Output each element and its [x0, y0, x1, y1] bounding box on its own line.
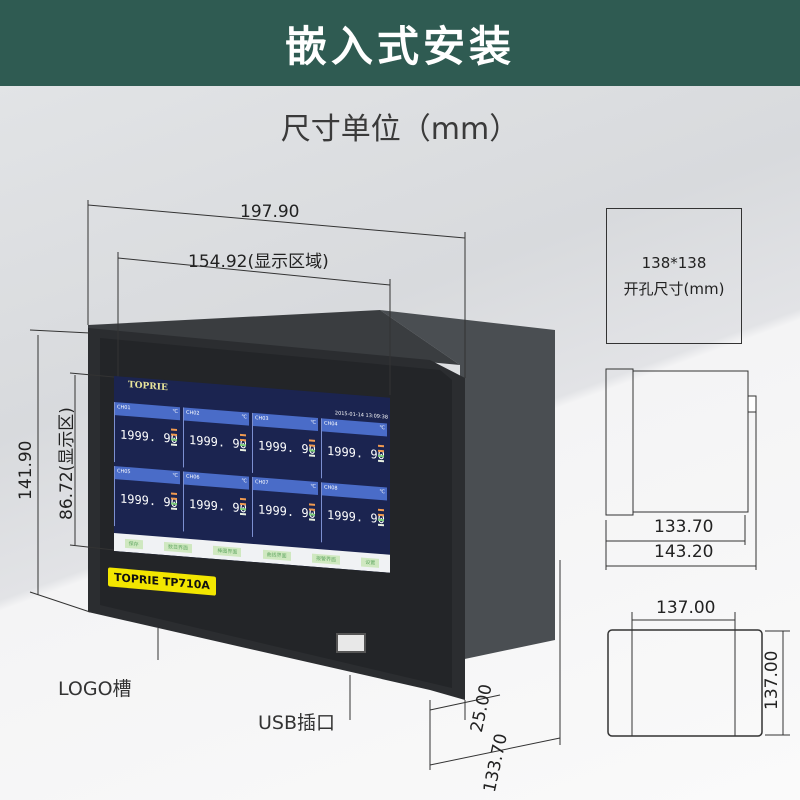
channel-unit: ℃ — [310, 483, 316, 490]
cutout-label: 开孔尺寸(mm) — [623, 280, 725, 298]
screen-button[interactable]: 报警界面 — [311, 553, 340, 565]
screen-button[interactable]: 棒图界面 — [213, 545, 242, 557]
display-height-label: 86.72(显示区) — [57, 407, 77, 520]
side-total-label: 143.20 — [654, 542, 714, 562]
channel-name: CH03 — [255, 415, 269, 423]
channel-name: CH08 — [324, 484, 338, 492]
display-width-label: 154.92(显示区域) — [188, 252, 329, 272]
channel-name: CH02 — [186, 409, 200, 417]
logo-slot-callout: LOGO槽 — [58, 678, 132, 700]
channel-unit: ℃ — [379, 488, 385, 496]
channel-unit: ℃ — [379, 424, 385, 432]
level-indicator-icon — [171, 428, 177, 448]
level-indicator-icon — [309, 439, 315, 459]
channel-name: CH04 — [324, 420, 338, 428]
cutout-box: 138*138 开孔尺寸(mm) — [606, 208, 742, 344]
level-indicator-icon — [309, 503, 315, 523]
level-indicator-icon — [378, 508, 384, 529]
channel-unit: ℃ — [310, 419, 316, 426]
screen-button[interactable]: 数显界面 — [163, 541, 192, 553]
cutout-size: 138*138 — [641, 254, 707, 272]
level-indicator-icon — [240, 433, 246, 454]
rear-width-label: 137.00 — [656, 598, 716, 618]
channel-unit: ℃ — [172, 472, 178, 480]
page-title: 嵌入式安装 — [284, 21, 515, 71]
channel-name: CH01 — [117, 404, 131, 412]
level-indicator-icon — [240, 497, 246, 518]
channel-name: CH06 — [186, 473, 200, 481]
front-height-label: 141.90 — [16, 440, 36, 500]
screen-button[interactable]: 曲线界面 — [262, 549, 291, 561]
screen-button[interactable]: 设置 — [361, 556, 380, 568]
device-body — [380, 310, 555, 660]
usb-port-callout: USB插口 — [258, 712, 336, 734]
level-indicator-icon — [378, 444, 384, 465]
channel-name: CH07 — [255, 479, 269, 487]
level-indicator-icon — [171, 492, 177, 512]
channel-name: CH05 — [117, 468, 131, 476]
screen-button[interactable]: 保存 — [124, 538, 143, 549]
rear-height-label: 137.00 — [762, 650, 782, 710]
channel-unit: ℃ — [241, 414, 247, 421]
unit-subtitle: 尺寸单位（mm） — [280, 112, 520, 147]
screen-brand: TOPRIE — [128, 380, 168, 394]
front-width-label: 197.90 — [240, 202, 300, 222]
channel-unit: ℃ — [172, 408, 178, 416]
side-body-label: 133.70 — [654, 517, 714, 537]
header-banner: 嵌入式安装 — [0, 0, 800, 86]
usb-port-icon — [336, 633, 366, 653]
channel-unit: ℃ — [241, 478, 247, 485]
